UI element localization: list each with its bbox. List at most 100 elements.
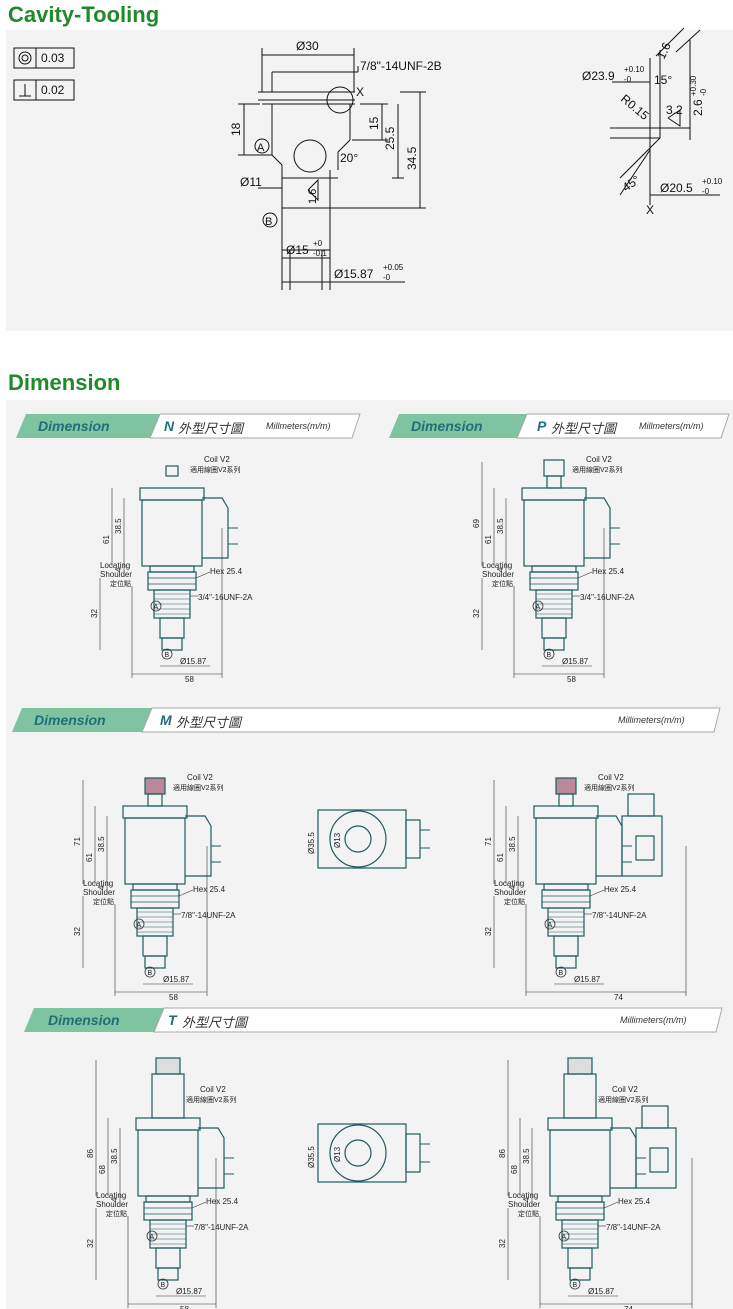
dim-h1: 68 <box>510 1165 519 1174</box>
thread-label: 7/8"-14UNF-2A <box>606 1223 661 1232</box>
locating-label: Locating <box>508 1191 538 1200</box>
dim-d13: Ø13 <box>333 832 342 848</box>
d1587-label: Ø15.87 <box>574 975 601 984</box>
dim-d13: Ø13 <box>333 1146 342 1162</box>
dim-3-2: 3.2 <box>666 103 683 117</box>
d1587-label: Ø15.87 <box>562 657 589 666</box>
dim-32: 32 <box>86 1239 95 1248</box>
dim-bar-p: Dimension P 外型尺寸圖 Millmeters(m/m) <box>387 412 733 440</box>
dim-bar-m: Dimension M 外型尺寸圖 Millimeters(m/m) <box>10 706 723 734</box>
dim-38-5: 38.5 <box>97 836 106 852</box>
section-x-bottom: X <box>646 203 654 217</box>
port-a-label: A <box>154 604 159 611</box>
coil-cn-label: 適用線圈V2系列 <box>173 783 224 792</box>
shoulder-cn-label: 定位點 <box>106 1209 127 1218</box>
dim-d11: Ø11 <box>240 175 262 189</box>
port-a-label: A <box>548 922 553 929</box>
dim-d20-5-sub: -0 <box>702 187 710 196</box>
section-x-top: X <box>356 85 364 99</box>
locating-label: Locating <box>96 1191 126 1200</box>
hex-label: Hex 25.4 <box>193 885 226 894</box>
dim-38-5: 38.5 <box>508 836 517 852</box>
locating-label: Locating <box>494 879 524 888</box>
dim-4: 4 <box>496 567 505 572</box>
port-b-label: B <box>161 1282 166 1289</box>
dim-34-5: 34.5 <box>405 146 419 170</box>
dim-d23-9: Ø23.9 <box>582 69 615 83</box>
dim-width: 58 <box>567 675 576 684</box>
port-b-label: B <box>573 1282 578 1289</box>
coil-label: Coil V2 <box>586 455 612 464</box>
d1587-label: Ø15.87 <box>180 657 207 666</box>
dim-38-5: 38.5 <box>114 518 123 534</box>
dim-h2: 86 <box>498 1149 507 1158</box>
cavity-tooling-title: Cavity-Tooling <box>8 2 160 27</box>
cavity-drawing: 0.03 0.02 Ø30 7/8"-14UNF-2B X 18 15 25.5… <box>13 27 723 290</box>
dim-d20-5-sup: +0.10 <box>702 177 723 186</box>
dim-32: 32 <box>472 609 481 618</box>
dim-width: 58 <box>169 993 178 1002</box>
dim-mm-n: Millmeters(m/m) <box>266 421 331 431</box>
dim-2-6-sup: +0.30 <box>689 75 698 96</box>
dim-cn-p: 外型尺寸圖 <box>551 422 617 437</box>
shoulder-cn-label: 定位點 <box>518 1209 539 1218</box>
dim-4: 4 <box>508 885 517 890</box>
d1587-label: Ø15.87 <box>588 1287 615 1296</box>
dim-32: 32 <box>498 1239 507 1248</box>
dim-d23-9-sub: -0 <box>624 75 632 84</box>
dim-h2: 69 <box>472 519 481 528</box>
coil-label: Coil V2 <box>187 773 213 782</box>
d1587-label: Ø15.87 <box>163 975 190 984</box>
dim-4: 4 <box>522 1197 531 1202</box>
locating-label: Locating <box>482 561 512 570</box>
shoulder-cn-label: 定位點 <box>504 897 525 906</box>
dim-18: 18 <box>229 122 243 136</box>
tol-value-1: 0.03 <box>41 51 65 65</box>
thread-label: 3/4"-16UNF-2A <box>580 593 635 602</box>
hex-label: Hex 25.4 <box>210 567 243 576</box>
port-a-label: A <box>150 1234 155 1241</box>
dim-4: 4 <box>110 1197 119 1202</box>
port-b-label: B <box>148 970 153 977</box>
dim-32: 32 <box>484 927 493 936</box>
dim-d30: Ø30 <box>296 39 319 53</box>
shoulder-label: Shoulder <box>100 570 132 579</box>
dim-bar-label-m: Dimension <box>34 712 106 728</box>
dim-32: 32 <box>90 609 99 618</box>
dim-bar-label-t: Dimension <box>48 1012 120 1028</box>
coil-cn-label: 適用線圈V2系列 <box>572 465 623 474</box>
coil-cn-label: 適用線圈V2系列 <box>190 465 241 474</box>
port-b-label: B <box>559 970 564 977</box>
dim-angle-15: 15° <box>654 73 672 87</box>
dim-h1: 61 <box>85 853 94 862</box>
dim-d35-5: Ø35.5 <box>307 832 316 854</box>
dim-bar-label-p: Dimension <box>411 418 483 434</box>
dim-bar-label-n: Dimension <box>38 418 110 434</box>
shoulder-cn-label: 定位點 <box>110 579 131 588</box>
dim-32: 32 <box>73 927 82 936</box>
dim-d23-9-sup: +0.10 <box>624 65 645 74</box>
thread-label: 7/8"-14UNF-2A <box>181 911 236 920</box>
port-b-label: B <box>165 652 170 659</box>
dim-h2: 71 <box>484 837 493 846</box>
cavity-drawing-panel <box>6 30 733 331</box>
dim-d15-sup: +0 <box>313 239 323 248</box>
dim-code-t: T <box>168 1012 177 1028</box>
dim-25-5: 25.5 <box>383 126 397 150</box>
coil-cn-label: 適用線圈V2系列 <box>598 1095 649 1104</box>
dim-d15: Ø15 <box>286 243 309 257</box>
coil-cn-label: 適用線圈V2系列 <box>584 783 635 792</box>
dim-width: 74 <box>624 1305 633 1309</box>
shoulder-label: Shoulder <box>494 888 526 897</box>
port-b-label: B <box>547 652 552 659</box>
dim-d15-sub: -0.1 <box>313 249 327 258</box>
dimension-title: Dimension <box>8 370 121 395</box>
dim-2-6-sub: -0 <box>699 88 708 96</box>
dim-bar-t: Dimension T 外型尺寸圖 Millimeters(m/m) <box>22 1006 725 1034</box>
